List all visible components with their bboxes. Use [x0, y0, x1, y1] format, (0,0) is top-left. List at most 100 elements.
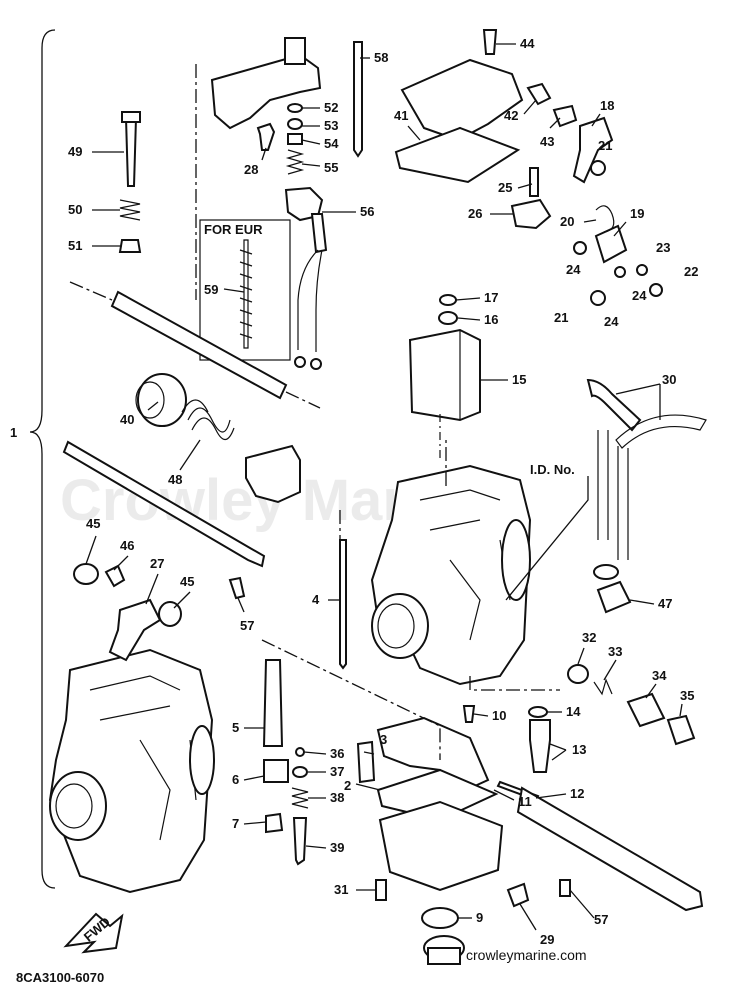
choke-lever-part — [108, 598, 162, 662]
carburetor-detail — [419, 489, 511, 641]
link-strip-part — [62, 440, 266, 568]
left-carburetor-detail — [89, 675, 197, 841]
bolt-part — [529, 167, 539, 197]
eur-screw-thread — [239, 249, 253, 339]
callout-number: 31 — [334, 882, 348, 897]
fwd-arrow-icon — [63, 912, 124, 954]
callout-number: 58 — [374, 50, 388, 65]
callout-number: 52 — [324, 100, 338, 115]
alignment-line — [261, 639, 441, 760]
callout-number: 14 — [566, 704, 581, 719]
callout-number: 20 — [560, 214, 574, 229]
callout-number: 9 — [476, 910, 483, 925]
screw-part — [375, 879, 387, 901]
callout-number: 30 — [662, 372, 676, 387]
screw-part — [506, 882, 530, 908]
float-bowl-gasket — [376, 768, 499, 822]
callout-number: 41 — [394, 108, 408, 123]
washer-part — [438, 311, 458, 325]
assembly-bracket — [29, 29, 56, 889]
washer-part — [439, 294, 457, 306]
carburetor-bore-inner — [377, 603, 415, 649]
fuel-pipe-part — [110, 290, 288, 400]
washer-part — [287, 118, 303, 130]
float-needle-part — [356, 740, 376, 784]
alignment-line — [469, 676, 560, 691]
jet-holder-part — [263, 759, 289, 783]
spring-part — [291, 787, 309, 809]
spring-part — [593, 678, 613, 696]
callout-number: 54 — [324, 136, 339, 151]
callout-number: 53 — [324, 118, 338, 133]
callout-labels: 1 2 3 4 5 6 7 9 10 11 12 13 14 15 16 17 … — [10, 36, 698, 947]
callout-number: 42 — [504, 108, 518, 123]
callout-number: 56 — [360, 204, 374, 219]
washer-part — [614, 266, 626, 278]
callout-number: 34 — [652, 668, 667, 683]
diaphragm-box-part — [408, 328, 481, 422]
float-valve-part — [529, 719, 551, 773]
o-ring-part — [528, 706, 548, 718]
washer-part — [292, 766, 308, 778]
callout-number: 23 — [656, 240, 670, 255]
callout-number: 57 — [594, 912, 608, 927]
chamber-gasket-part — [394, 126, 521, 184]
callout-number: 7 — [232, 816, 239, 831]
vent-hose-part — [586, 378, 642, 432]
for-eur-box — [199, 219, 291, 361]
callout-number: 48 — [168, 472, 182, 487]
lever-bracket-part — [510, 198, 552, 230]
callout-number: 36 — [330, 746, 344, 761]
callout-number: 29 — [540, 932, 554, 947]
callout-number: 59 — [204, 282, 218, 297]
drawing-code-label: 8CA3100-6070 — [16, 970, 104, 985]
callout-number: 37 — [330, 764, 344, 779]
callout-number: 33 — [608, 644, 622, 659]
callout-number: 40 — [120, 412, 134, 427]
needle-jet-part — [262, 659, 284, 747]
top-bracket-tab — [284, 37, 306, 65]
id-number-label: I.D. No. — [530, 462, 575, 477]
screw-part — [104, 564, 126, 588]
throttle-screw-part — [353, 41, 363, 158]
gasket-part — [593, 564, 619, 580]
pilot-screw-part — [292, 817, 308, 866]
callout-number: 13 — [572, 742, 586, 757]
callout-number: 24 — [604, 314, 619, 329]
lever-housing-part — [245, 444, 301, 504]
callout-number: 18 — [600, 98, 614, 113]
pilot-screw-head — [121, 111, 141, 123]
callout-number: 26 — [468, 206, 482, 221]
washer-part — [573, 241, 587, 255]
callout-number: 16 — [484, 312, 498, 327]
callout-number: 12 — [570, 786, 584, 801]
for-eur-label: FOR EUR — [204, 222, 263, 237]
vent-hose-part — [597, 414, 707, 540]
right-link-strip-part — [516, 786, 704, 912]
clip-part — [595, 205, 615, 233]
callout-number: 46 — [120, 538, 134, 553]
hose-joint-part — [596, 580, 632, 614]
callout-number: 3 — [380, 732, 387, 747]
washer-part — [649, 283, 663, 297]
callout-number: 17 — [484, 290, 498, 305]
callout-number: 19 — [630, 206, 644, 221]
left-carburetor-bore — [49, 771, 107, 841]
callout-number: 24 — [566, 262, 581, 277]
wire-connector-part — [310, 358, 322, 370]
chamber-cover-part — [400, 58, 524, 142]
wire-connector-part — [294, 356, 306, 368]
bushing-part — [73, 563, 99, 585]
callout-number: 15 — [512, 372, 526, 387]
footer-url-label: crowleymarine.com — [466, 947, 587, 963]
callout-number: 22 — [684, 264, 698, 279]
drain-plug-body — [427, 947, 461, 965]
callout-number: 5 — [232, 720, 239, 735]
nut-part — [590, 290, 606, 306]
callout-number: 27 — [150, 556, 164, 571]
vent-hose-part — [617, 446, 629, 560]
cap-part — [567, 664, 589, 684]
link-plate-part — [594, 224, 628, 264]
bushing-part — [158, 601, 182, 627]
